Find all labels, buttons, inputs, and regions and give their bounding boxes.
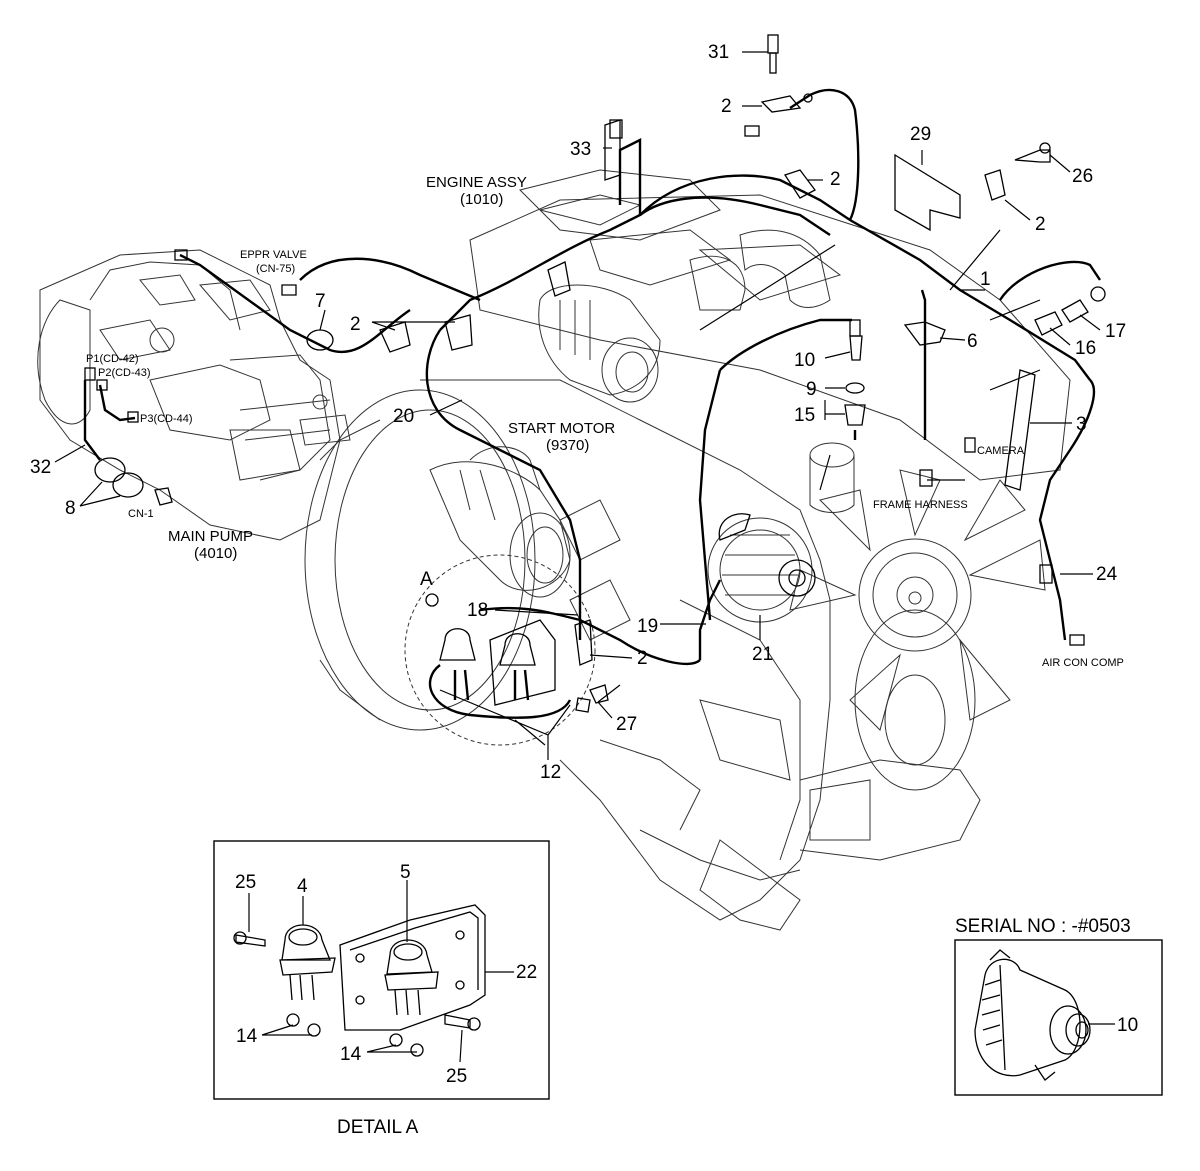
detail-callout-25: 25: [446, 1066, 467, 1087]
wiring-harness-main: [83, 88, 1101, 666]
callout-2: 2: [721, 96, 732, 117]
callout-33: 33: [570, 139, 591, 160]
detail-callout-4: 4: [297, 876, 308, 897]
detail-ref-label: A: [420, 569, 433, 590]
callout-27: 27: [616, 714, 637, 735]
detail-callout-14: 14: [340, 1044, 362, 1065]
p3-connector-label: P3(CD-44): [140, 413, 193, 425]
cn1-connector-label: CN-1: [128, 508, 154, 520]
leader-lines: [54, 51, 1101, 760]
callout-16: 16: [1075, 338, 1096, 359]
callout-8: 8: [65, 498, 76, 519]
callout-19: 19: [637, 616, 658, 637]
p1-connector-label: P1(CD-42): [86, 353, 139, 365]
p2-connector-label: P2(CD-43): [98, 367, 151, 379]
callout-1: 1: [980, 269, 991, 290]
start-motor-label: START MOTOR: [508, 420, 615, 437]
callout-17: 17: [1105, 321, 1126, 342]
callout-numbers: 31 2 33 29 2 26 2 7 2 1 17 16 6 10 9 15 …: [30, 42, 1126, 783]
callout-3: 3: [1076, 414, 1087, 435]
start-motor-code: (9370): [546, 437, 589, 454]
engine-assy-label: ENGINE ASSY: [426, 174, 527, 191]
eppr-valve-code: (CN-75): [256, 263, 295, 275]
callout-15: 15: [794, 405, 815, 426]
callout-32: 32: [30, 457, 51, 478]
air-con-comp-label: AIR CON COMP: [1042, 657, 1124, 669]
frame-harness-label: FRAME HARNESS: [873, 499, 968, 511]
callout-29: 29: [910, 124, 931, 145]
callout-18: 18: [467, 600, 488, 621]
callout-2: 2: [350, 314, 361, 335]
component-labels: ENGINE ASSY (1010) EPPR VALVE (CN-75) ST…: [86, 174, 1124, 669]
serial-callout-10: 10: [1117, 1015, 1138, 1036]
callout-2: 2: [830, 169, 841, 190]
callout-2: 2: [1035, 214, 1046, 235]
callout-21: 21: [752, 644, 773, 665]
callout-31: 31: [708, 42, 729, 63]
callout-26: 26: [1072, 166, 1093, 187]
callout-2: 2: [637, 648, 648, 669]
callout-12: 12: [540, 762, 561, 783]
callout-6: 6: [967, 331, 978, 352]
detail-a-title: DETAIL A: [337, 1117, 419, 1138]
connectors: [84, 34, 1106, 713]
callout-24: 24: [1096, 564, 1118, 585]
eppr-valve-label: EPPR VALVE: [240, 249, 307, 261]
callout-7: 7: [315, 291, 326, 312]
detail-a-box: 25 4 5 22 14 14 25: [213, 840, 550, 1100]
main-pump-label: MAIN PUMP: [168, 528, 253, 545]
callout-9: 9: [806, 379, 817, 400]
detail-callout-14: 14: [236, 1026, 258, 1047]
callout-20: 20: [393, 406, 414, 427]
detail-a-circle: A: [404, 554, 596, 746]
detail-callout-22: 22: [516, 962, 537, 983]
serial-alternator-box: SERIAL NO : -#0503 10: [954, 916, 1163, 1096]
alternator-drawing: [707, 513, 816, 623]
serial-no-label: SERIAL NO : -#0503: [955, 916, 1131, 937]
camera-label: CAMERA: [977, 445, 1025, 457]
callout-10: 10: [794, 350, 815, 371]
main-pump-code: (4010): [194, 545, 237, 562]
detail-callout-25: 25: [235, 872, 256, 893]
engine-assy-code: (1010): [460, 191, 503, 208]
detail-callout-5: 5: [400, 862, 411, 883]
